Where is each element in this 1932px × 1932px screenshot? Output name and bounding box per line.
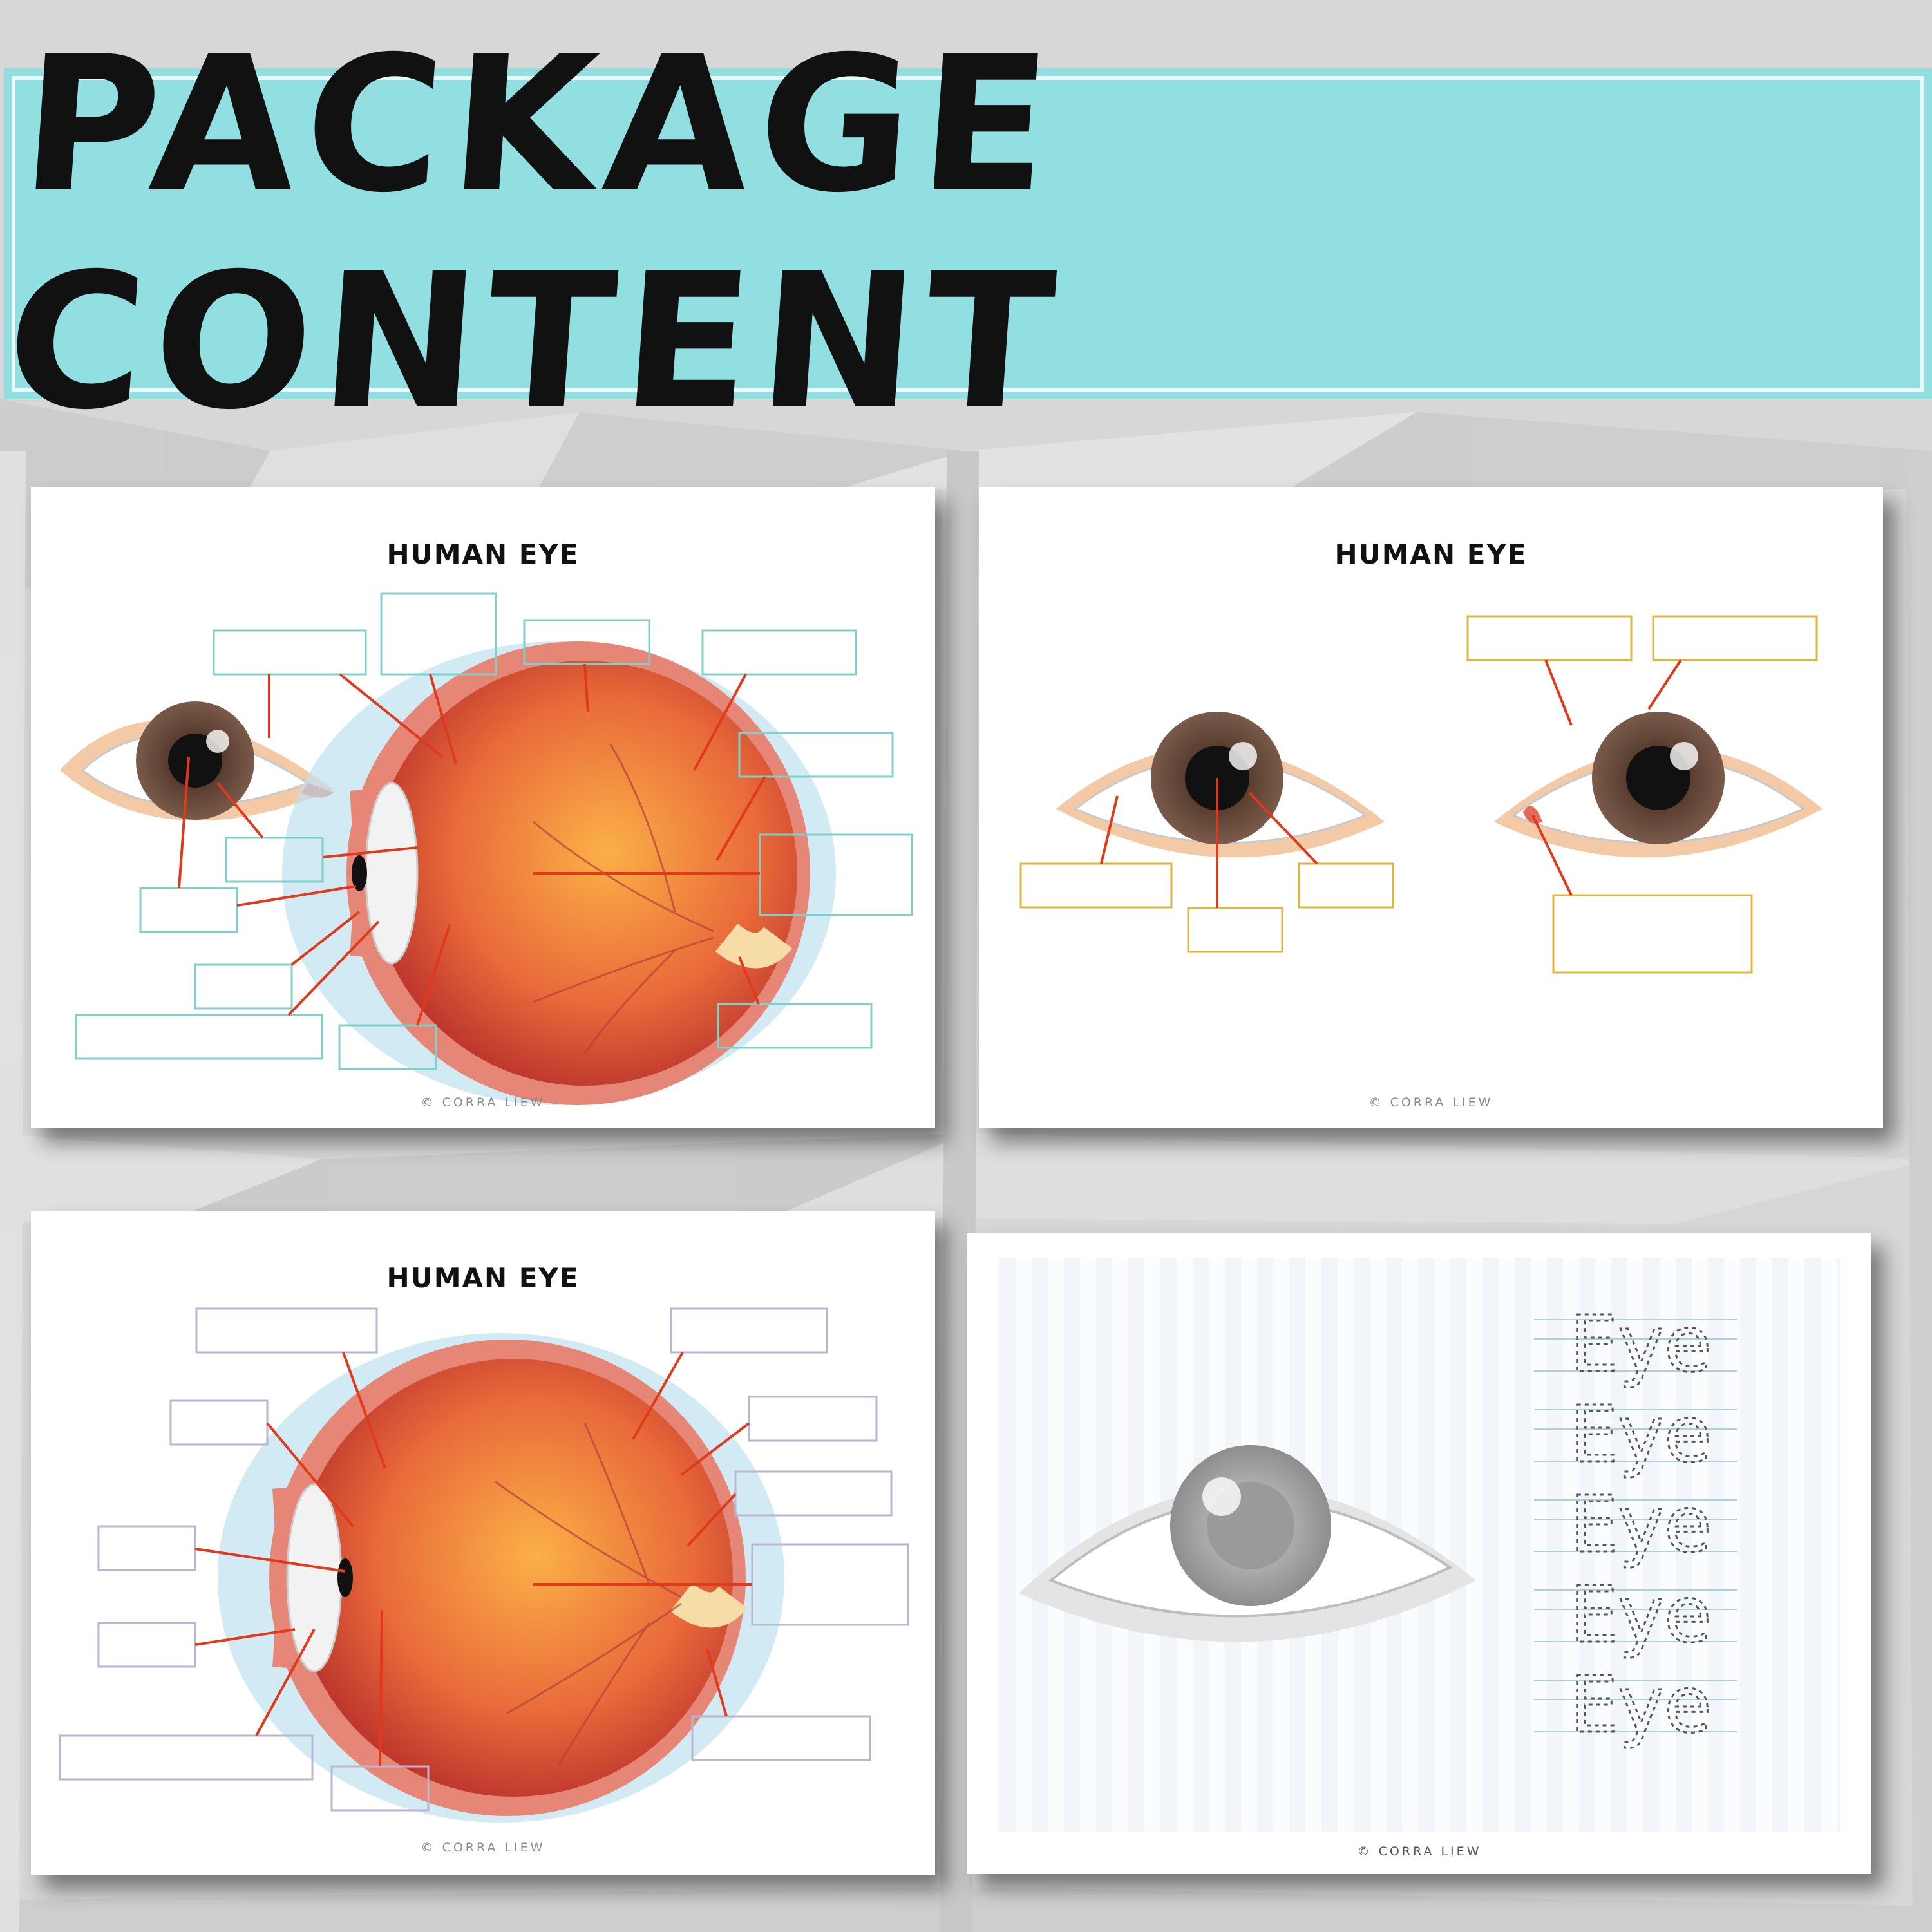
- eye-cross-section-diagram: [59, 1307, 909, 1823]
- worksheet-card-2: HUMAN EYE: [979, 487, 1883, 1128]
- card-title: HUMAN EYE: [386, 538, 580, 570]
- label-boxes: [1019, 615, 1818, 974]
- copyright: © CORRA LIEW: [1357, 1844, 1482, 1859]
- copyright: © CORRA LIEW: [421, 1095, 545, 1110]
- trace-word: Eye: [1569, 1300, 1712, 1390]
- copyright: © CORRA LIEW: [1368, 1095, 1493, 1110]
- eye-cross-section: [218, 1333, 784, 1823]
- worksheet-card-3: HUMAN EYE: [31, 1211, 935, 1875]
- trace-word: Eye: [1569, 1390, 1712, 1480]
- card-title: HUMAN EYE: [1334, 538, 1528, 570]
- tracing-worksheet: Eye Eye Eye Eye Eye: [996, 1258, 1840, 1832]
- worksheet-card-4: Eye Eye Eye Eye Eye © CORRA LIEW: [967, 1233, 1871, 1874]
- copyright: © CORRA LIEW: [421, 1841, 545, 1855]
- trace-word: Eye: [1569, 1571, 1712, 1660]
- leader-lines: [178, 663, 766, 1026]
- worksheet-card-1: HUMAN EYE: [31, 487, 935, 1128]
- label-boxes: [75, 592, 913, 1070]
- tracing-lines: [1534, 1319, 1737, 1732]
- grayscale-eye: [1019, 1445, 1476, 1642]
- external-eye: [60, 701, 334, 821]
- card-title: HUMAN EYE: [386, 1262, 580, 1294]
- trace-word: Eye: [1569, 1481, 1712, 1570]
- external-eyes-diagram: [1019, 615, 1823, 974]
- leader-lines: [1100, 659, 1682, 908]
- title-banner: PACKAGE CONTENT: [0, 17, 1932, 451]
- banner-title: PACKAGE CONTENT: [0, 17, 1070, 451]
- eye-diagram-labeled: [60, 592, 913, 1105]
- trace-words: Eye Eye Eye Eye Eye: [1569, 1300, 1713, 1752]
- leader-lines: [194, 1352, 752, 1767]
- right-external-eye: [1494, 712, 1823, 858]
- trace-word: Eye: [1569, 1661, 1712, 1750]
- left-external-eye: [1056, 712, 1385, 858]
